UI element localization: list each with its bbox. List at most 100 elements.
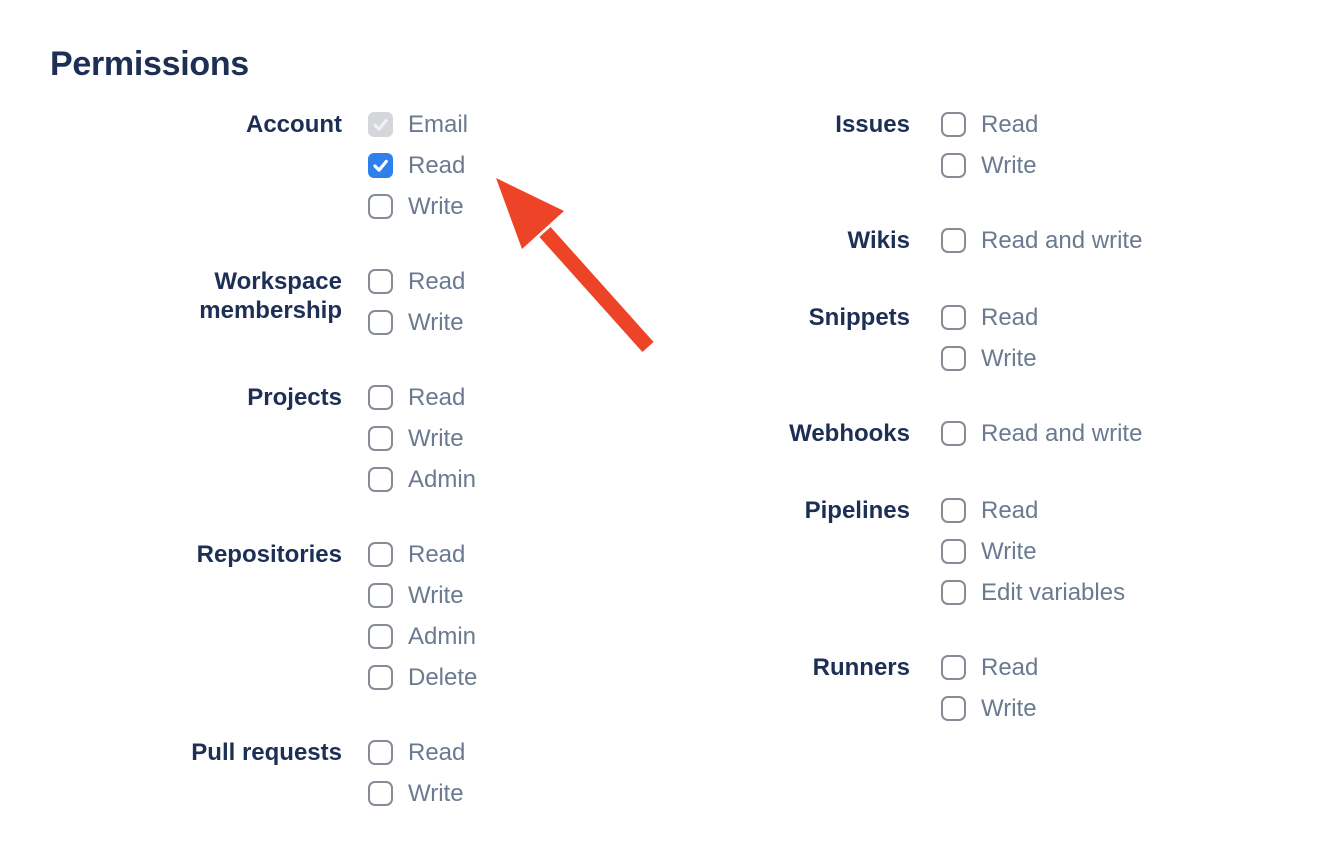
checkbox-label: Email bbox=[408, 111, 469, 138]
checkbox-option[interactable]: Read bbox=[941, 498, 1125, 523]
checkbox-option[interactable]: Write bbox=[368, 310, 465, 335]
checkbox-wikis-read-and-write[interactable] bbox=[941, 228, 966, 253]
checkbox-repositories-read[interactable] bbox=[368, 542, 393, 567]
checkbox-account-email bbox=[368, 112, 393, 137]
checkbox-label[interactable]: Read bbox=[981, 654, 1039, 681]
checkbox-label[interactable]: Read bbox=[981, 497, 1039, 524]
checkbox-option[interactable]: Read bbox=[941, 112, 1038, 137]
checkbox-option[interactable]: Read bbox=[368, 542, 477, 567]
checkbox-webhooks-read-and-write[interactable] bbox=[941, 421, 966, 446]
checkbox-option[interactable]: Delete bbox=[368, 665, 477, 690]
checkbox-label[interactable]: Admin bbox=[408, 623, 477, 650]
checkbox-repositories-admin[interactable] bbox=[368, 624, 393, 649]
checkbox-label[interactable]: Read bbox=[408, 152, 466, 179]
checkbox-option[interactable]: Write bbox=[368, 781, 465, 806]
checkbox-pull-requests-write[interactable] bbox=[368, 781, 393, 806]
checkbox-pipelines-read[interactable] bbox=[941, 498, 966, 523]
checkbox-option[interactable]: Edit variables bbox=[941, 580, 1125, 605]
checkbox-runners-read[interactable] bbox=[941, 655, 966, 680]
group-label: Workspace membership bbox=[199, 268, 342, 324]
checkbox-option[interactable]: Read bbox=[368, 740, 465, 765]
checkbox-label[interactable]: Write bbox=[408, 780, 464, 807]
checkbox-label[interactable]: Write bbox=[981, 695, 1037, 722]
checkbox-label[interactable]: Write bbox=[408, 309, 464, 336]
checkbox-label[interactable]: Write bbox=[981, 152, 1037, 179]
checkbox-option[interactable]: Admin bbox=[368, 624, 477, 649]
checkbox-pull-requests-read[interactable] bbox=[368, 740, 393, 765]
checkbox-label[interactable]: Read and write bbox=[981, 227, 1143, 254]
group-label: Wikis bbox=[847, 227, 910, 254]
checkbox-label[interactable]: Write bbox=[408, 425, 464, 452]
checkbox-option[interactable]: Read and write bbox=[941, 228, 1142, 253]
checkbox-option[interactable]: Read bbox=[941, 655, 1038, 680]
checkbox-projects-read[interactable] bbox=[368, 385, 393, 410]
checkbox-account-write[interactable] bbox=[368, 194, 393, 219]
checkbox-issues-write[interactable] bbox=[941, 153, 966, 178]
group-label: Pull requests bbox=[191, 739, 342, 766]
permission-group-webhooks: Webhooks Read and write bbox=[660, 420, 1142, 448]
checkbox-option[interactable]: Admin bbox=[368, 467, 476, 492]
checkbox-option[interactable]: Read bbox=[368, 385, 476, 410]
checkbox-option[interactable]: Read bbox=[368, 269, 465, 294]
checkbox-option[interactable]: Write bbox=[368, 194, 468, 219]
checkbox-workspace-membership-write[interactable] bbox=[368, 310, 393, 335]
checkbox-label[interactable]: Read bbox=[408, 739, 466, 766]
checkbox-label[interactable]: Read bbox=[408, 268, 466, 295]
checkbox-label[interactable]: Read and write bbox=[981, 420, 1143, 447]
checkbox-option[interactable]: Read and write bbox=[941, 421, 1142, 446]
check-icon bbox=[373, 159, 388, 172]
checkbox-label[interactable]: Delete bbox=[408, 664, 478, 691]
checkbox-label[interactable]: Read bbox=[408, 384, 466, 411]
checkbox-label[interactable]: Read bbox=[981, 304, 1039, 331]
checkbox-snippets-read[interactable] bbox=[941, 305, 966, 330]
checkbox-pipelines-write[interactable] bbox=[941, 539, 966, 564]
checkbox-option[interactable]: Write bbox=[941, 539, 1125, 564]
checkbox-pipelines-edit-variables[interactable] bbox=[941, 580, 966, 605]
checkbox-label[interactable]: Write bbox=[408, 193, 464, 220]
checkbox-issues-read[interactable] bbox=[941, 112, 966, 137]
checkbox-option[interactable]: Read bbox=[941, 305, 1038, 330]
checkbox-label[interactable]: Read bbox=[408, 541, 466, 568]
group-label: Account bbox=[246, 111, 342, 138]
checkbox-option[interactable]: Write bbox=[941, 153, 1038, 178]
group-label: Webhooks bbox=[789, 420, 910, 447]
checkbox-projects-admin[interactable] bbox=[368, 467, 393, 492]
checkbox-option[interactable]: Write bbox=[941, 696, 1038, 721]
checkbox-repositories-delete[interactable] bbox=[368, 665, 393, 690]
checkbox-label[interactable]: Read bbox=[981, 111, 1039, 138]
checkbox-option[interactable]: Write bbox=[368, 426, 476, 451]
checkbox-workspace-membership-read[interactable] bbox=[368, 269, 393, 294]
checkbox-runners-write[interactable] bbox=[941, 696, 966, 721]
permission-group-wikis: Wikis Read and write bbox=[660, 227, 1143, 255]
checkbox-label[interactable]: Write bbox=[981, 538, 1037, 565]
group-label: Repositories bbox=[196, 541, 342, 568]
checkbox-label[interactable]: Write bbox=[408, 582, 464, 609]
group-label: Pipelines bbox=[804, 497, 910, 524]
checkbox-projects-write[interactable] bbox=[368, 426, 393, 451]
checkbox-option: Email bbox=[368, 112, 468, 137]
checkbox-repositories-write[interactable] bbox=[368, 583, 393, 608]
checkbox-label[interactable]: Admin bbox=[408, 466, 477, 493]
page-title: Permissions bbox=[50, 45, 249, 83]
options-list: Read and write bbox=[941, 421, 1142, 446]
checkbox-option[interactable]: Read bbox=[368, 153, 468, 178]
checkbox-snippets-write[interactable] bbox=[941, 346, 966, 371]
checkbox-label[interactable]: Write bbox=[981, 345, 1037, 372]
checkbox-account-read[interactable] bbox=[368, 153, 393, 178]
checkbox-option[interactable]: Write bbox=[941, 346, 1038, 371]
checkbox-label[interactable]: Edit variables bbox=[981, 579, 1126, 606]
checkbox-option[interactable]: Write bbox=[368, 583, 477, 608]
